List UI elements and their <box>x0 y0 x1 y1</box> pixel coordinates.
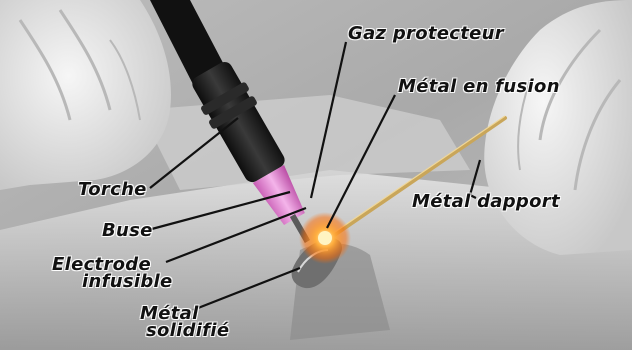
label-solidified-line2: solidifié <box>146 322 229 339</box>
label-electrode-line2: infusible <box>82 273 172 290</box>
label-electrode-infusible: Electrode infusible <box>52 256 172 290</box>
label-metal-en-fusion: Métal en fusion <box>398 78 560 96</box>
label-torche: Torche <box>78 181 147 199</box>
label-gaz-protecteur: Gaz protecteur <box>348 25 504 43</box>
label-buse: Buse <box>102 222 153 240</box>
arc-core <box>318 231 332 245</box>
label-metal-solidifie: Métal solidifié <box>140 305 229 339</box>
label-metal-dapport: Métal dapport <box>412 193 560 211</box>
